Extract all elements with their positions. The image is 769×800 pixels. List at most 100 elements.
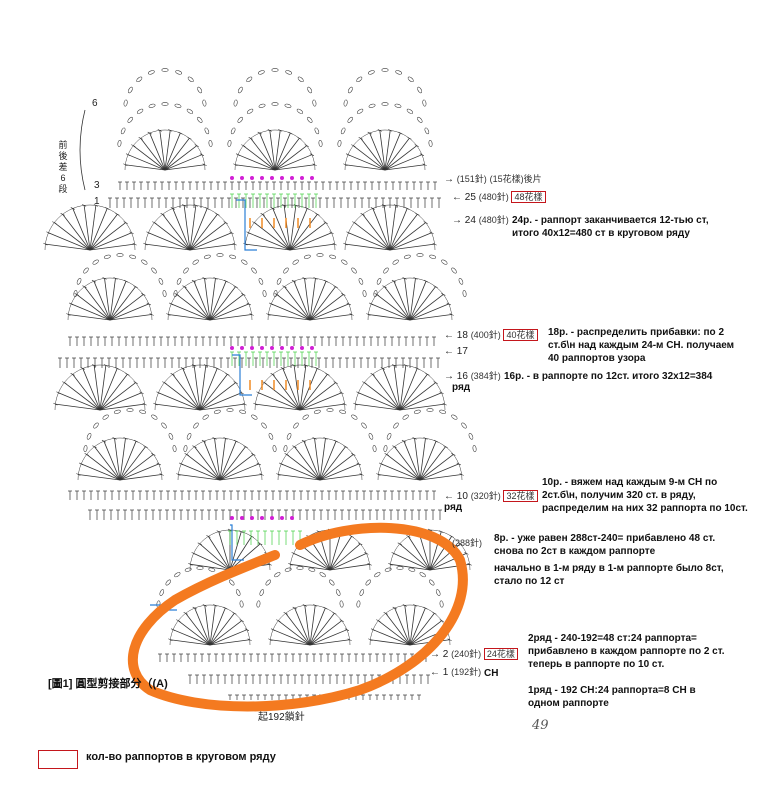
stitch-fan xyxy=(166,277,254,321)
repeat-count-box: 24花樣 xyxy=(483,648,518,660)
chain-arc xyxy=(356,566,444,608)
magenta-stitch xyxy=(310,176,314,180)
repeat-count-box: 48花樣 xyxy=(511,191,546,203)
magenta-stitch xyxy=(290,346,294,350)
note-row-16-label: ряд xyxy=(452,382,471,393)
row-count: (480針) xyxy=(478,192,509,202)
page-number: 49 xyxy=(532,718,549,733)
magenta-stitch xyxy=(290,516,294,520)
note-row-1: 1ряд - 192 СН:24 раппорта=8 СН в одном р… xyxy=(528,685,696,709)
row-arrow: → xyxy=(444,174,454,185)
magenta-stitch xyxy=(260,176,264,180)
magenta-stitch xyxy=(260,516,264,520)
chain-arc xyxy=(343,68,427,107)
stitch-row xyxy=(158,653,428,662)
stitch-fan xyxy=(168,604,252,646)
stitch-fan xyxy=(288,528,372,571)
row-count: (320針) xyxy=(470,491,501,501)
stitch-row xyxy=(58,357,440,368)
magenta-stitch xyxy=(230,176,234,180)
chain-arc xyxy=(83,408,177,453)
magenta-stitch xyxy=(240,346,244,350)
magenta-stitch xyxy=(300,346,304,350)
row-151: → (151針) (15花樣)後片 xyxy=(444,172,542,185)
bracket-icon xyxy=(79,109,86,191)
crochet-chart-scan: 6 3 1 前後差6段 → (151針) (15花樣)後片 ← 25 (480針… xyxy=(43,68,748,733)
row-arrow: ← 1 xyxy=(430,667,449,678)
chain-arc xyxy=(273,253,367,298)
row-2: → 2 (240針) 24花樣 xyxy=(430,647,518,660)
side-label: 前後差6段 xyxy=(58,140,68,194)
magenta-stitch xyxy=(260,346,264,350)
chain-arc xyxy=(117,102,213,147)
magenta-stitch xyxy=(280,346,284,350)
left-marker-6: 6 xyxy=(92,98,98,109)
note-row-8b: начально в 1-м ряду в 1-м раппорте было … xyxy=(494,563,724,587)
note-row-18: 18р. - распределить прибавки: по 2 ст.б\… xyxy=(548,327,735,364)
row-24: → 24 (480針) xyxy=(452,213,509,226)
stitch-fan xyxy=(143,204,237,251)
chain-arc xyxy=(123,68,207,107)
chain-arc xyxy=(233,68,317,107)
legend-text: кол-во раппортов в круговом ряду xyxy=(86,751,276,763)
stitch-row xyxy=(108,197,441,208)
row-arrow: ← 10 xyxy=(444,491,468,502)
stitch-fan xyxy=(66,277,154,321)
magenta-stitch xyxy=(250,516,254,520)
stitch-fan xyxy=(43,204,137,251)
magenta-stitch xyxy=(270,346,274,350)
stitch-fan xyxy=(266,277,354,321)
magenta-stitch xyxy=(270,516,274,520)
row-extra: (15花樣)後片 xyxy=(489,174,542,184)
stitch-fan xyxy=(268,604,352,646)
stitch-fan xyxy=(253,364,347,411)
stitch-fan xyxy=(243,204,337,251)
note-row-10-label: ряд xyxy=(444,502,463,513)
stitch-row xyxy=(68,336,436,346)
row-count: (400針) xyxy=(470,330,501,340)
row-count: (240針) xyxy=(451,649,482,659)
row-count: (151針) xyxy=(456,174,487,184)
stitch-row xyxy=(118,181,437,190)
magenta-stitch xyxy=(290,176,294,180)
chain-arc xyxy=(337,102,433,147)
stitch-row xyxy=(88,509,442,520)
stitch-fan xyxy=(366,277,454,321)
crochet-chart xyxy=(43,68,477,712)
color-highlights xyxy=(79,109,468,712)
row-8: (288針) xyxy=(452,536,482,549)
note-row-8: 8р. - уже равен 288ст-240= прибавлено 48… xyxy=(494,533,716,557)
stitch-row xyxy=(68,490,436,500)
row-18: ← 18 (400針) 40花樣 xyxy=(444,328,538,341)
bottom-chain-label: 起192鎖針 xyxy=(258,712,305,723)
left-marker-1: 1 xyxy=(94,196,100,207)
row-16: → 16 (384針) xyxy=(444,369,501,382)
row-arrow: ← 17 xyxy=(444,346,468,357)
note-row-1-ch: СН xyxy=(484,668,499,679)
left-marker-3: 3 xyxy=(94,180,100,191)
stitch-fan xyxy=(53,364,147,411)
row-count: (192針) xyxy=(451,667,482,677)
magenta-stitch xyxy=(240,516,244,520)
stitch-fan xyxy=(343,129,427,171)
magenta-stitch xyxy=(300,176,304,180)
magenta-stitch xyxy=(270,176,274,180)
magenta-stitch xyxy=(280,176,284,180)
row-arrow: → 2 xyxy=(430,649,449,660)
blue-guide xyxy=(232,354,252,396)
row-arrow: ← 25 xyxy=(452,192,476,203)
chain-arc xyxy=(373,253,467,298)
row-arrow: → 16 xyxy=(444,371,468,382)
stitch-fan xyxy=(123,129,207,171)
stitch-fan xyxy=(276,437,364,481)
repeat-count-box: 40花樣 xyxy=(503,329,538,341)
stitch-fans xyxy=(43,68,477,700)
blue-guide xyxy=(230,524,244,561)
green-stitches xyxy=(230,351,318,366)
stitch-fan xyxy=(176,437,264,481)
row-count: (384針) xyxy=(470,371,501,381)
magenta-stitch xyxy=(240,176,244,180)
legend-box-icon xyxy=(38,750,78,769)
stitch-fan xyxy=(353,364,447,411)
